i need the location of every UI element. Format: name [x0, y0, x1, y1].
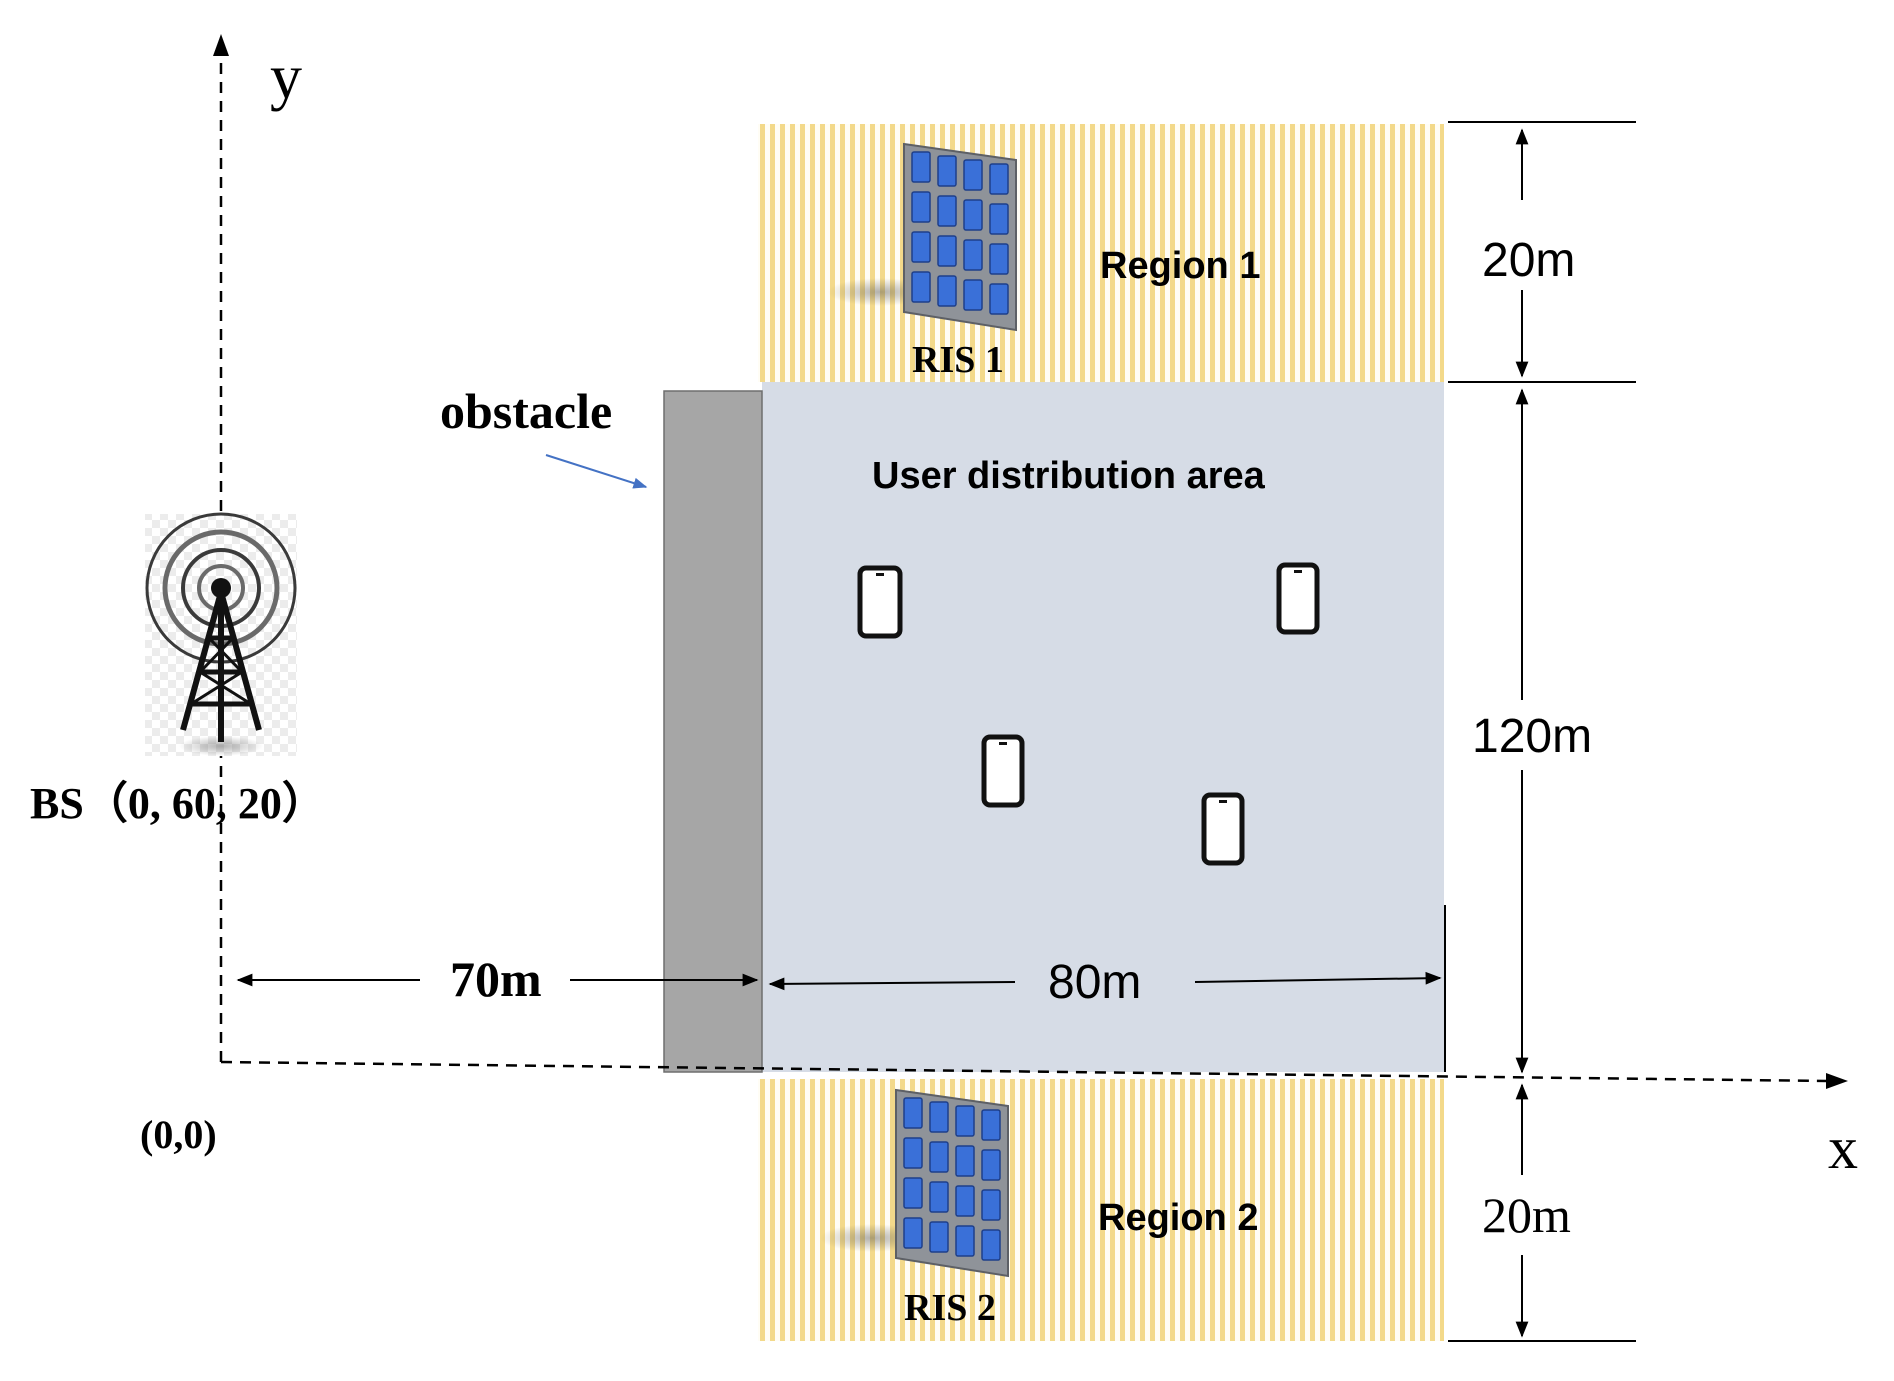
x-axis-arrowhead — [1826, 1073, 1848, 1089]
ris-1-label: RIS 1 — [912, 339, 1004, 381]
region-1-area — [758, 124, 1444, 382]
ris-element-tile — [981, 1189, 1001, 1221]
ris-element-tile — [955, 1105, 975, 1137]
ris-element-tile — [955, 1185, 975, 1217]
ris-element-tile — [911, 151, 931, 183]
ris-element-tile — [981, 1149, 1001, 1181]
ris-element-tile — [955, 1225, 975, 1257]
obstacle-label: obstacle — [440, 383, 612, 439]
user-phone-4-icon — [1201, 792, 1245, 866]
y-axis-label: y — [270, 41, 302, 112]
ris-element-tile — [955, 1145, 975, 1177]
ris-element-tile — [911, 231, 931, 263]
region-1-height-label: 20m — [1482, 234, 1575, 287]
user-width-arrow-right — [1194, 971, 1442, 985]
x-axis — [220, 1060, 1829, 1083]
user-phone-3-icon — [981, 734, 1025, 808]
ris-element-tile — [929, 1141, 949, 1173]
ris-element-tile — [929, 1181, 949, 1213]
ris-element-tile — [903, 1217, 923, 1249]
ris-element-tile — [989, 163, 1009, 195]
region-2-height-label: 20m — [1482, 1187, 1571, 1243]
region-2-label: Region 2 — [1098, 1197, 1258, 1239]
user-distribution-area — [762, 382, 1444, 1072]
ris-element-tile — [911, 191, 931, 223]
ris-element-tile — [981, 1109, 1001, 1141]
region-1-label: Region 1 — [1100, 245, 1260, 287]
origin-label: (0,0) — [140, 1112, 217, 1157]
user-area-label: User distribution area — [872, 455, 1266, 497]
obstacle-pointer-arrow — [545, 454, 648, 489]
ris-element-tile — [903, 1137, 923, 1169]
bs-distance-label: 70m — [450, 951, 542, 1007]
ris-element-tile — [963, 239, 983, 271]
ris-element-tile — [937, 275, 957, 307]
ris-element-tile — [981, 1229, 1001, 1261]
ris-1-panel-icon — [828, 142, 1017, 332]
y-axis-arrowhead — [213, 34, 229, 56]
ris-element-tile — [989, 203, 1009, 235]
ris-element-tile — [963, 279, 983, 311]
ris-element-tile — [929, 1101, 949, 1133]
user-phone-2-icon — [1276, 562, 1320, 635]
user-width-label: 80m — [1048, 956, 1141, 1009]
ris-element-tile — [903, 1097, 923, 1129]
x-axis-label: x — [1828, 1115, 1858, 1181]
ris-element-tile — [963, 199, 983, 231]
obstacle-wall — [663, 390, 763, 1073]
ris-2-label: RIS 2 — [904, 1287, 996, 1329]
ris-element-tile — [937, 195, 957, 227]
ris-element-tile — [989, 243, 1009, 275]
user-phone-1-icon — [857, 565, 903, 639]
ris-element-tile — [989, 283, 1009, 315]
ris-element-tile — [963, 159, 983, 191]
bs-coordinates-label: BS（0, 60, 20） — [30, 779, 326, 828]
region-2-area — [758, 1079, 1444, 1341]
ris-element-tile — [937, 235, 957, 267]
user-area-height-label: 120m — [1472, 710, 1592, 763]
ris-element-tile — [937, 155, 957, 187]
cell-tower-icon — [145, 512, 297, 756]
ris-element-tile — [903, 1177, 923, 1209]
user-width-arrow-left — [768, 977, 1016, 991]
ris-element-tile — [911, 271, 931, 303]
ris-element-tile — [929, 1221, 949, 1253]
ris-2-panel-icon — [820, 1088, 1009, 1278]
